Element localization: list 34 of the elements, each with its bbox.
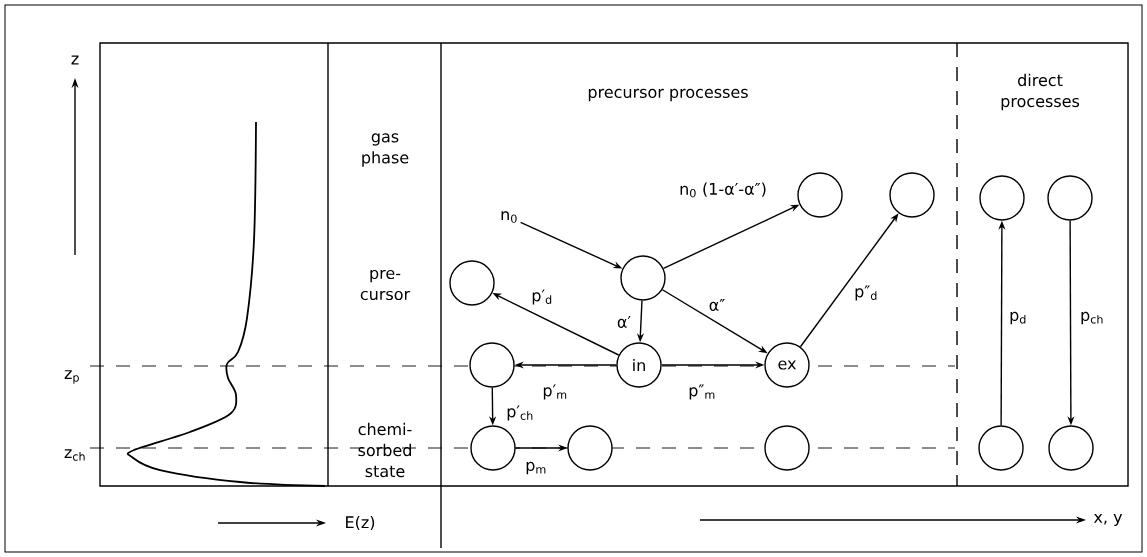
edge-label: p$_{d}$ — [1008, 310, 1028, 326]
state-circle — [449, 260, 495, 306]
region-label: chemi- sorbed state — [358, 422, 412, 478]
axis-label: z$_{p}$ — [64, 370, 79, 384]
edge-label: p″$_{m}$ — [687, 383, 717, 401]
edge-label: α″ — [707, 298, 727, 312]
edge-label: p′$_{m}$ — [541, 383, 569, 401]
axis-label: E(z) — [346, 515, 375, 531]
edge-label: p$_{m}$ — [524, 460, 548, 476]
axis-label: z$_{ch}$ — [64, 449, 85, 461]
state-circle — [1048, 425, 1094, 471]
state-circle — [764, 425, 810, 471]
column-heading: precursor processes — [588, 88, 748, 102]
flux-label: n$_{0}$ — [498, 209, 520, 225]
state-circle — [470, 425, 516, 471]
state-circle — [620, 255, 666, 301]
edge-label: p$_{ch}$ — [1079, 310, 1105, 326]
region-label: gas phase — [362, 133, 409, 167]
edge-label: n$_{0}$ (1-α′-α″) — [678, 181, 768, 199]
state-circle — [797, 172, 843, 218]
state-circle — [979, 175, 1025, 221]
edge-label: α′ — [615, 315, 633, 329]
state-circle — [978, 425, 1024, 471]
axis-label: z — [71, 55, 79, 65]
edge-label: p′$_{d}$ — [530, 288, 554, 306]
state-circle — [1047, 175, 1093, 221]
state-circle — [567, 425, 613, 471]
edge-label: p′$_{ch}$ — [505, 404, 535, 422]
state-circle — [469, 342, 515, 388]
state-circle — [889, 172, 935, 218]
edge-label: p″$_{d}$ — [853, 284, 879, 302]
region-label: pre- cursor — [360, 269, 411, 301]
column-heading: direct processes — [1001, 73, 1080, 111]
axis-label: x, y — [1093, 513, 1123, 527]
